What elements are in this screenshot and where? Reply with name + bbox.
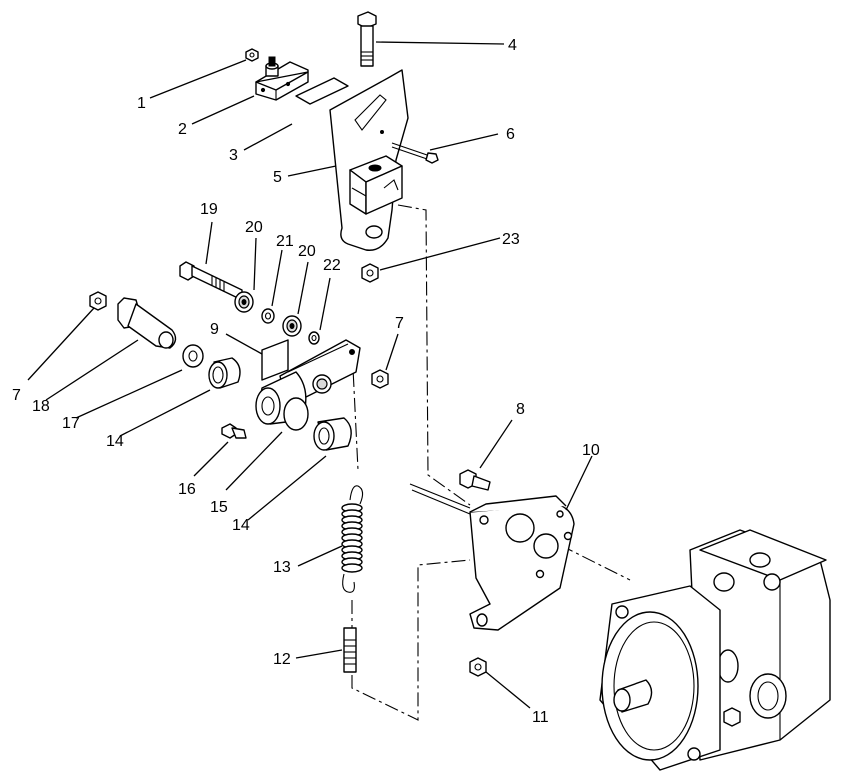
part-19-bolt bbox=[179, 261, 243, 301]
callout-10: 10 bbox=[582, 442, 600, 459]
callout-5: 5 bbox=[273, 169, 282, 186]
callout-14-lower: 14 bbox=[232, 517, 250, 534]
part-21-spacer bbox=[261, 308, 275, 324]
callout-9: 9 bbox=[210, 321, 219, 338]
part-3-insulator-plate bbox=[295, 77, 349, 105]
part-6-screw bbox=[391, 142, 439, 164]
part-5-clamp-block bbox=[349, 155, 403, 215]
callout-17: 17 bbox=[62, 415, 80, 432]
part-14-bushing-lower bbox=[313, 417, 352, 451]
part-5-bracket-arm bbox=[329, 69, 409, 251]
callout-15: 15 bbox=[210, 499, 228, 516]
callout-1: 1 bbox=[137, 95, 146, 112]
part-7-nut-right bbox=[371, 369, 389, 389]
part-9-pivot-arm bbox=[255, 339, 361, 431]
part-2-limit-switch bbox=[255, 56, 309, 101]
callout-6: 6 bbox=[506, 126, 515, 143]
part-14-bushing-upper bbox=[208, 357, 241, 389]
callout-23: 23 bbox=[502, 231, 520, 248]
callout-14-upper: 14 bbox=[106, 433, 124, 450]
part-11-nut bbox=[469, 657, 487, 677]
callout-7-left: 7 bbox=[12, 387, 21, 404]
part-13-spring bbox=[341, 485, 364, 593]
callout-20-right: 20 bbox=[298, 243, 316, 260]
callout-22: 22 bbox=[323, 257, 341, 274]
part-12-stud bbox=[343, 627, 357, 673]
callout-8: 8 bbox=[516, 401, 525, 418]
callout-7-right: 7 bbox=[395, 315, 404, 332]
callout-16: 16 bbox=[178, 481, 196, 498]
part-17-washer bbox=[182, 344, 204, 368]
callout-12: 12 bbox=[273, 651, 291, 668]
part-18-shoulder-bolt bbox=[117, 297, 177, 349]
callout-numbers: 1 2 3 4 5 6 7 7 8 9 10 11 12 13 14 14 15… bbox=[12, 37, 600, 726]
callout-leader-lines bbox=[27, 41, 593, 709]
callout-21: 21 bbox=[276, 233, 294, 250]
part-20-bearing-b bbox=[282, 315, 302, 337]
callout-2: 2 bbox=[178, 121, 187, 138]
callout-19: 19 bbox=[200, 201, 218, 218]
part-4-bolt bbox=[357, 11, 377, 67]
callout-18: 18 bbox=[32, 398, 50, 415]
callout-13: 13 bbox=[273, 559, 291, 576]
callout-3: 3 bbox=[229, 147, 238, 164]
callout-4: 4 bbox=[508, 37, 517, 54]
callout-20-left: 20 bbox=[245, 219, 263, 236]
part-7-nut-left bbox=[89, 291, 107, 311]
part-16-grease-fitting bbox=[221, 423, 247, 439]
part-20-bearing-a bbox=[234, 291, 254, 313]
part-23-nut bbox=[361, 263, 379, 283]
part-22-washer bbox=[308, 331, 320, 345]
part-1-nut bbox=[245, 48, 259, 62]
part-10-mounting-bracket bbox=[409, 483, 575, 631]
part-8-bolt bbox=[459, 469, 491, 491]
callout-11: 11 bbox=[532, 709, 549, 726]
hydraulic-pump bbox=[599, 529, 831, 771]
